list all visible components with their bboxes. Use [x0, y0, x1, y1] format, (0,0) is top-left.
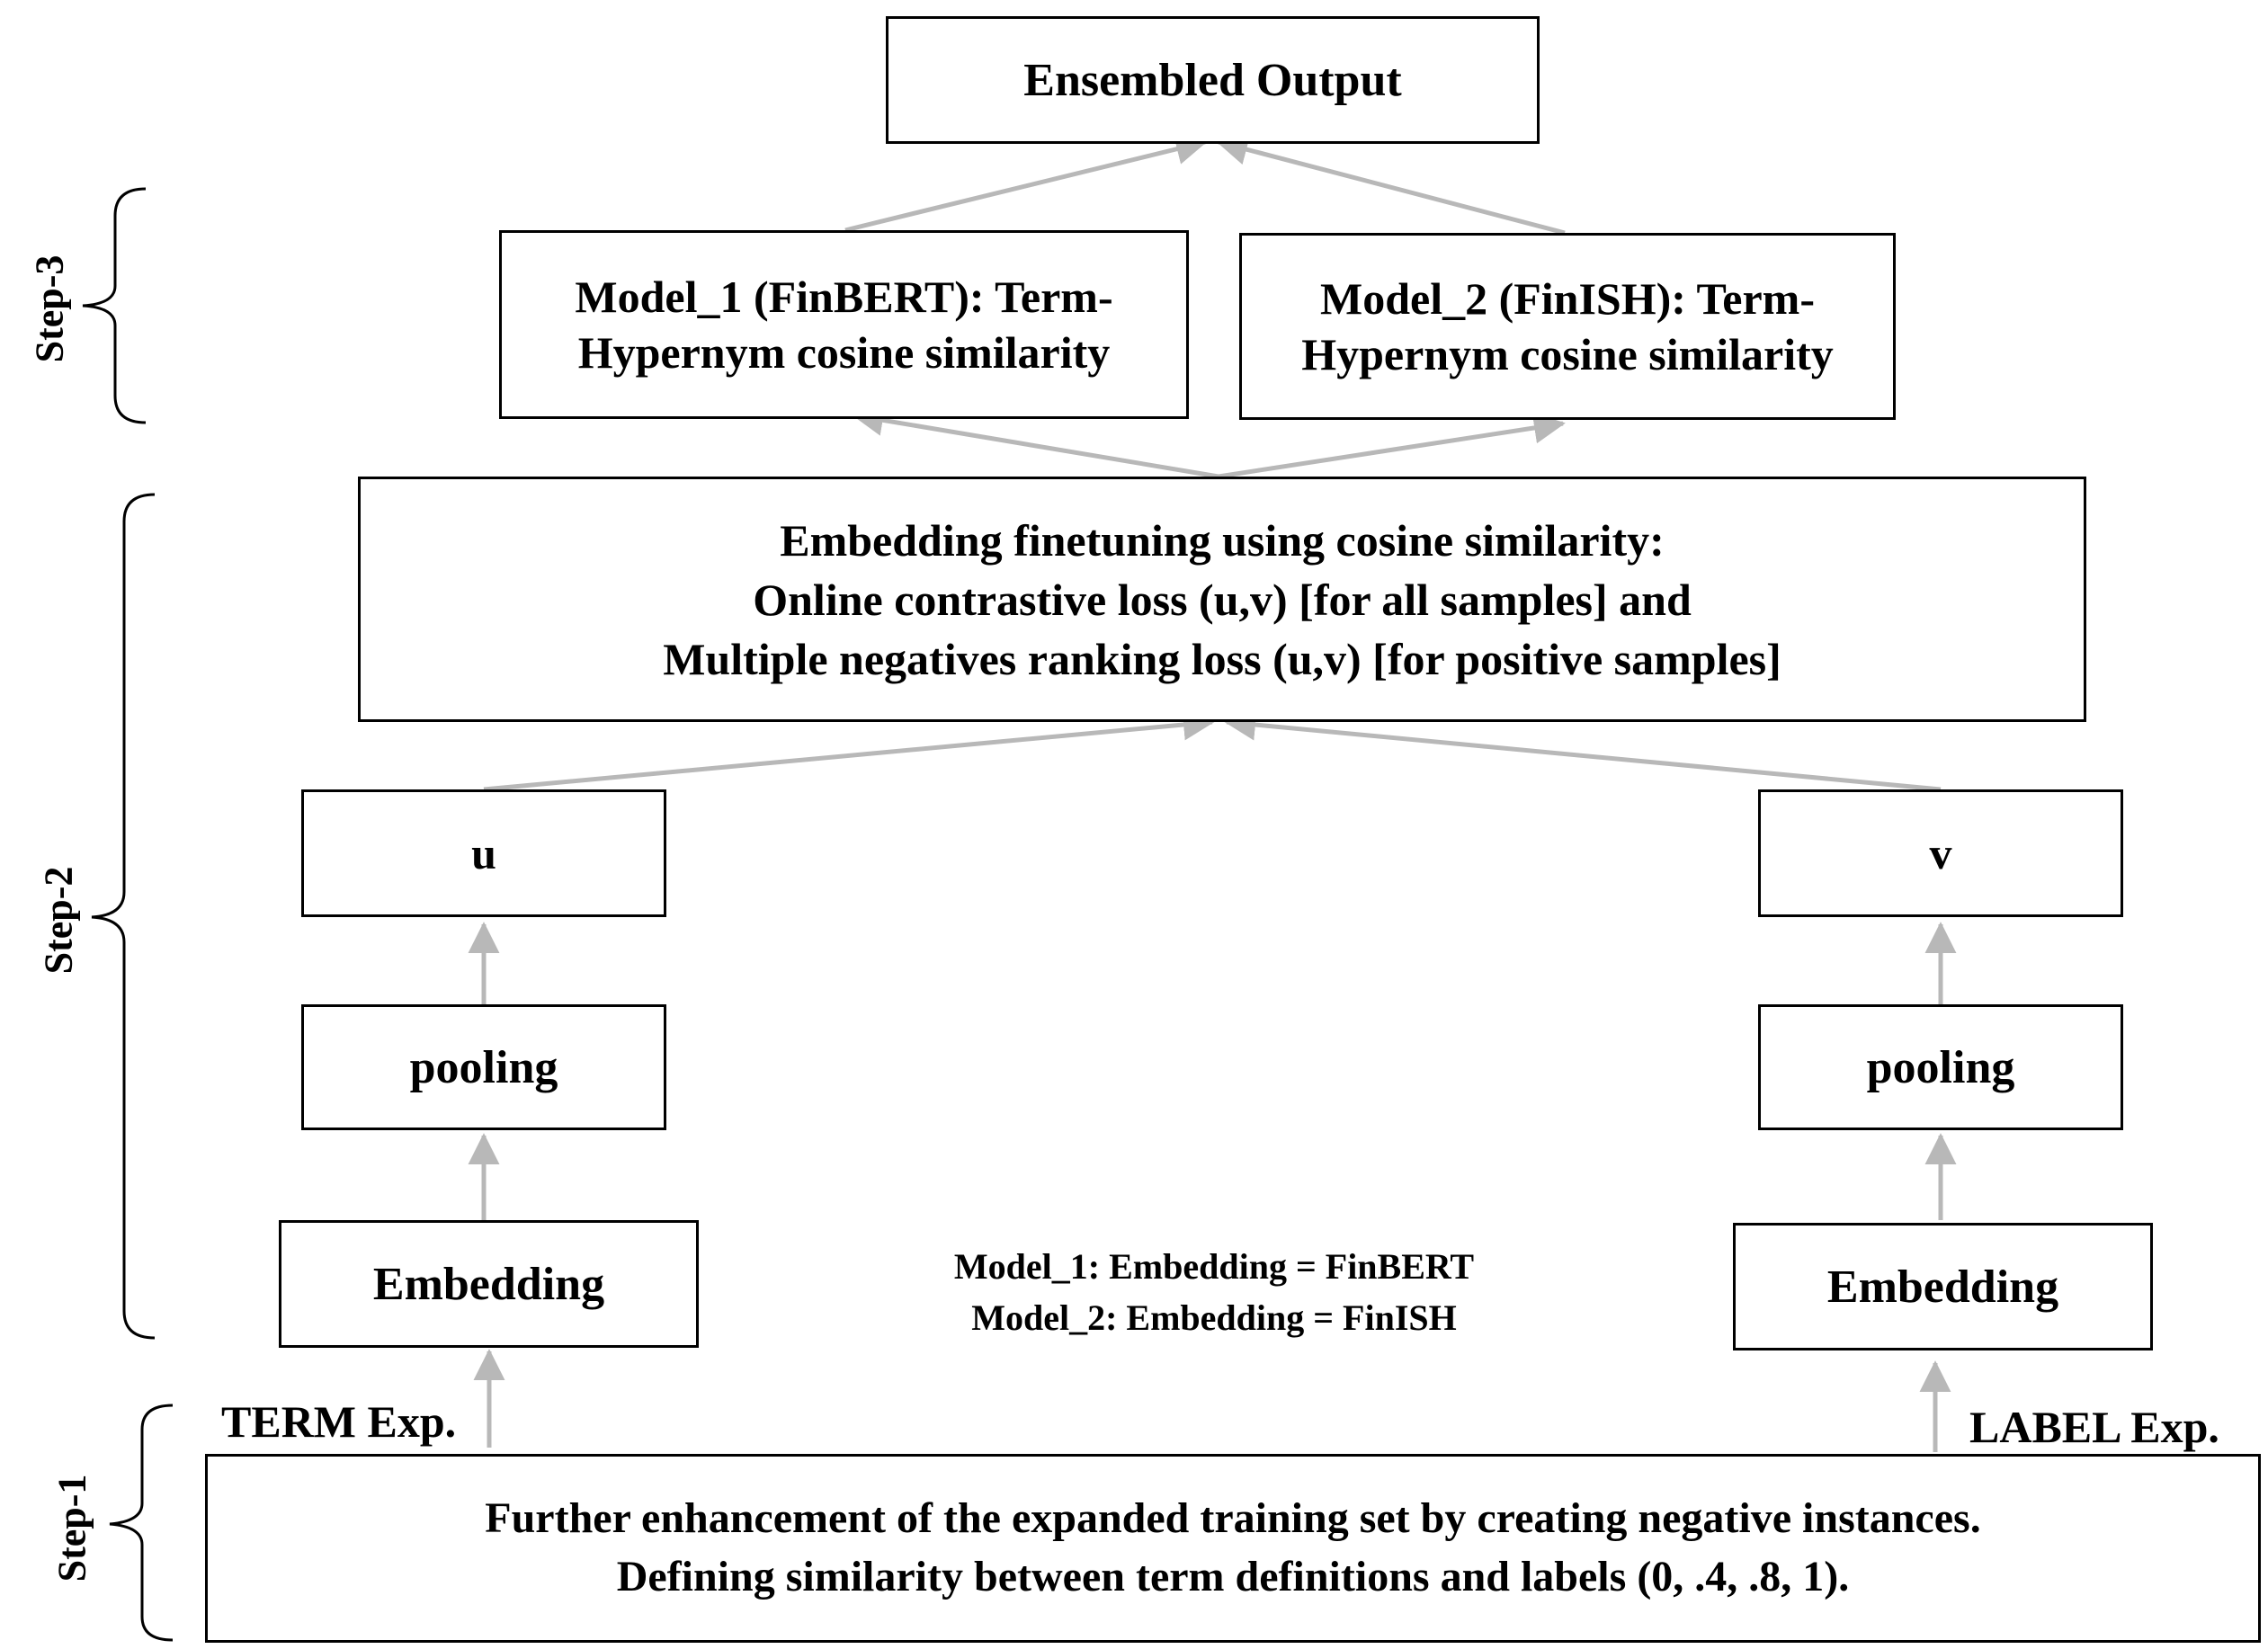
embedding-left-box: Embedding — [279, 1220, 699, 1348]
v-label: v — [1929, 827, 1952, 878]
finetuning-line3: Multiple negatives ranking loss (u,v) [f… — [663, 633, 1781, 684]
model1-line1: Model_1 (FinBERT): Term- — [575, 271, 1113, 322]
model2-embedding-note: Model_2: Embedding = FinISH — [971, 1297, 1457, 1338]
arrow-finetuning-to-model1 — [852, 405, 1219, 479]
label-exp-label: LABEL Exp. — [1969, 1402, 2219, 1452]
term-exp-label: TERM Exp. — [221, 1396, 457, 1447]
step2-label: Step-2 — [36, 866, 81, 975]
v-vector-box: v — [1758, 789, 2123, 917]
model1-embedding-note: Model_1: Embedding = FinBERT — [953, 1246, 1475, 1287]
u-label: u — [471, 827, 496, 878]
embedding-finetuning-box: Embedding finetuning using cosine simila… — [358, 477, 2086, 722]
arrow-model2-to-output — [1216, 134, 1566, 236]
ensembled-output-label: Ensembled Output — [1023, 54, 1402, 106]
ensembled-output-box: Ensembled Output — [886, 16, 1540, 144]
step1-brace — [109, 1404, 174, 1642]
u-vector-box: u — [301, 789, 666, 917]
enhancement-line2: Defining similarity between term definit… — [616, 1553, 1850, 1600]
embedding-left-label: Embedding — [372, 1258, 605, 1310]
arrow-model1-to-output — [844, 133, 1208, 233]
pooling-right-label: pooling — [1866, 1041, 2015, 1093]
finetuning-line1: Embedding finetuning using cosine simila… — [780, 514, 1665, 566]
arrow-v-to-finetuning — [1224, 709, 1942, 792]
step3-brace — [82, 187, 147, 424]
model2-line2: Hypernym cosine similarity — [1301, 329, 1834, 379]
finetuning-line2: Online contrastive loss (u,v) [for all s… — [753, 574, 1692, 625]
model2-similarity-box: Model_2 (FinISH): Term- Hypernym cosine … — [1239, 233, 1896, 420]
model1-line2: Hypernym cosine similarity — [577, 327, 1111, 378]
embedding-right-label: Embedding — [1826, 1261, 2059, 1313]
arrow-finetuning-to-model2 — [1218, 412, 1566, 479]
step3-label: Step-3 — [27, 254, 72, 363]
pooling-left-box: pooling — [301, 1004, 666, 1130]
step1-label: Step-1 — [49, 1474, 94, 1582]
training-set-enhancement-box: Further enhancement of the expanded trai… — [205, 1454, 2261, 1643]
model2-line1: Model_2 (FinISH): Term- — [1320, 272, 1815, 324]
enhancement-line1: Further enhancement of the expanded trai… — [485, 1494, 1981, 1543]
step2-brace — [91, 493, 156, 1340]
pooling-left-label: pooling — [409, 1041, 558, 1093]
model1-similarity-box: Model_1 (FinBERT): Term- Hypernym cosine… — [499, 230, 1189, 419]
pooling-right-box: pooling — [1758, 1004, 2123, 1130]
arrow-u-to-finetuning — [483, 709, 1215, 792]
embedding-right-box: Embedding — [1733, 1223, 2153, 1350]
